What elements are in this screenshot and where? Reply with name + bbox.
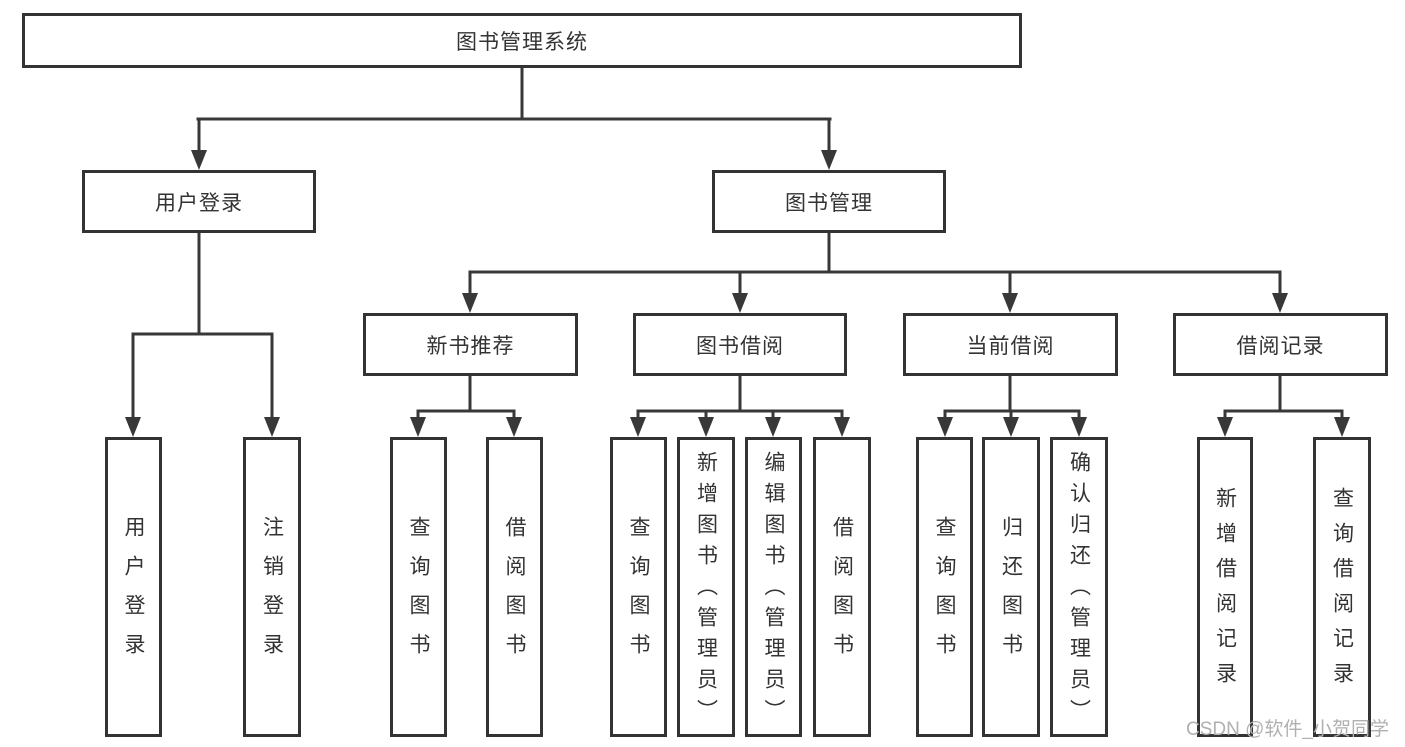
arrowhead [1217, 417, 1233, 437]
node-current-borrowing: 当前借阅 [903, 313, 1118, 376]
node-label: 借阅记录 [1236, 334, 1325, 358]
node-label: 用户登录 [155, 191, 243, 215]
node-query-borrow-record: 查询借阅记录 [1313, 437, 1371, 737]
arrowhead [462, 293, 478, 313]
connector-shafts [131, 66, 1344, 422]
node-label: 新增图书（管理员） [694, 450, 718, 730]
node-label: 当前借阅 [966, 334, 1055, 358]
node-label: 查询借阅记录 [1330, 487, 1354, 697]
node-query-books-current: 查询图书 [916, 437, 973, 737]
arrowhead [937, 417, 953, 437]
node-borrow-books-recommend: 借阅图书 [486, 437, 543, 737]
arrowhead [732, 293, 748, 313]
node-confirm-return-admin: 确认归还（管理员） [1050, 437, 1108, 737]
arrowhead [765, 417, 781, 437]
node-logout: 注销登录 [243, 437, 301, 737]
node-add-books-admin: 新增图书（管理员） [677, 437, 735, 737]
arrowhead [191, 150, 207, 170]
arrowhead [1272, 293, 1288, 313]
arrowhead [264, 417, 280, 437]
node-label: 图书借阅 [696, 334, 784, 358]
node-label: 新增借阅记录 [1213, 487, 1237, 697]
node-user-login: 用户登录 [82, 170, 316, 233]
arrowhead [698, 417, 714, 437]
node-return-books: 归还图书 [982, 437, 1040, 737]
arrowhead [821, 150, 837, 170]
node-add-borrow-record: 新增借阅记录 [1197, 437, 1253, 737]
node-new-book-recommendation: 新书推荐 [363, 313, 578, 376]
node-label: 图书管理 [785, 191, 873, 215]
node-borrow-books-borrowing: 借阅图书 [813, 437, 871, 737]
node-book-borrowing: 图书借阅 [633, 313, 847, 376]
node-label: 注销登录 [260, 516, 284, 672]
node-label: 查询图书 [627, 516, 650, 672]
arrowhead [1334, 417, 1350, 437]
node-query-books-recommend: 查询图书 [390, 437, 447, 737]
node-label: 图书管理系统 [456, 30, 588, 54]
csdn-watermark: CSDN @软件_小贺同学 [1186, 719, 1389, 740]
node-borrowing-records: 借阅记录 [1173, 313, 1388, 376]
node-label: 查询图书 [407, 516, 430, 672]
arrowhead [1071, 417, 1087, 437]
arrowhead [125, 417, 141, 437]
node-book-management: 图书管理 [712, 170, 946, 233]
node-label: 借阅图书 [503, 516, 526, 672]
node-label: 查询图书 [933, 516, 956, 672]
node-label: 确认归还（管理员） [1067, 450, 1091, 730]
node-label: 归还图书 [999, 516, 1023, 672]
arrowhead [1003, 417, 1019, 437]
node-label: 新书推荐 [426, 334, 515, 358]
arrowhead [630, 417, 646, 437]
arrowhead [1002, 293, 1018, 313]
arrowhead [506, 417, 522, 437]
arrowhead [410, 417, 426, 437]
node-label: 用户登录 [122, 516, 145, 672]
node-user-login-leaf: 用户登录 [105, 437, 162, 737]
node-query-books-borrowing: 查询图书 [610, 437, 667, 737]
node-label: 借阅图书 [830, 516, 854, 672]
node-library-management-system: 图书管理系统 [22, 13, 1022, 68]
arrowhead [834, 417, 850, 437]
node-edit-books-admin: 编辑图书（管理员） [745, 437, 802, 737]
node-label: 编辑图书（管理员） [762, 450, 785, 730]
